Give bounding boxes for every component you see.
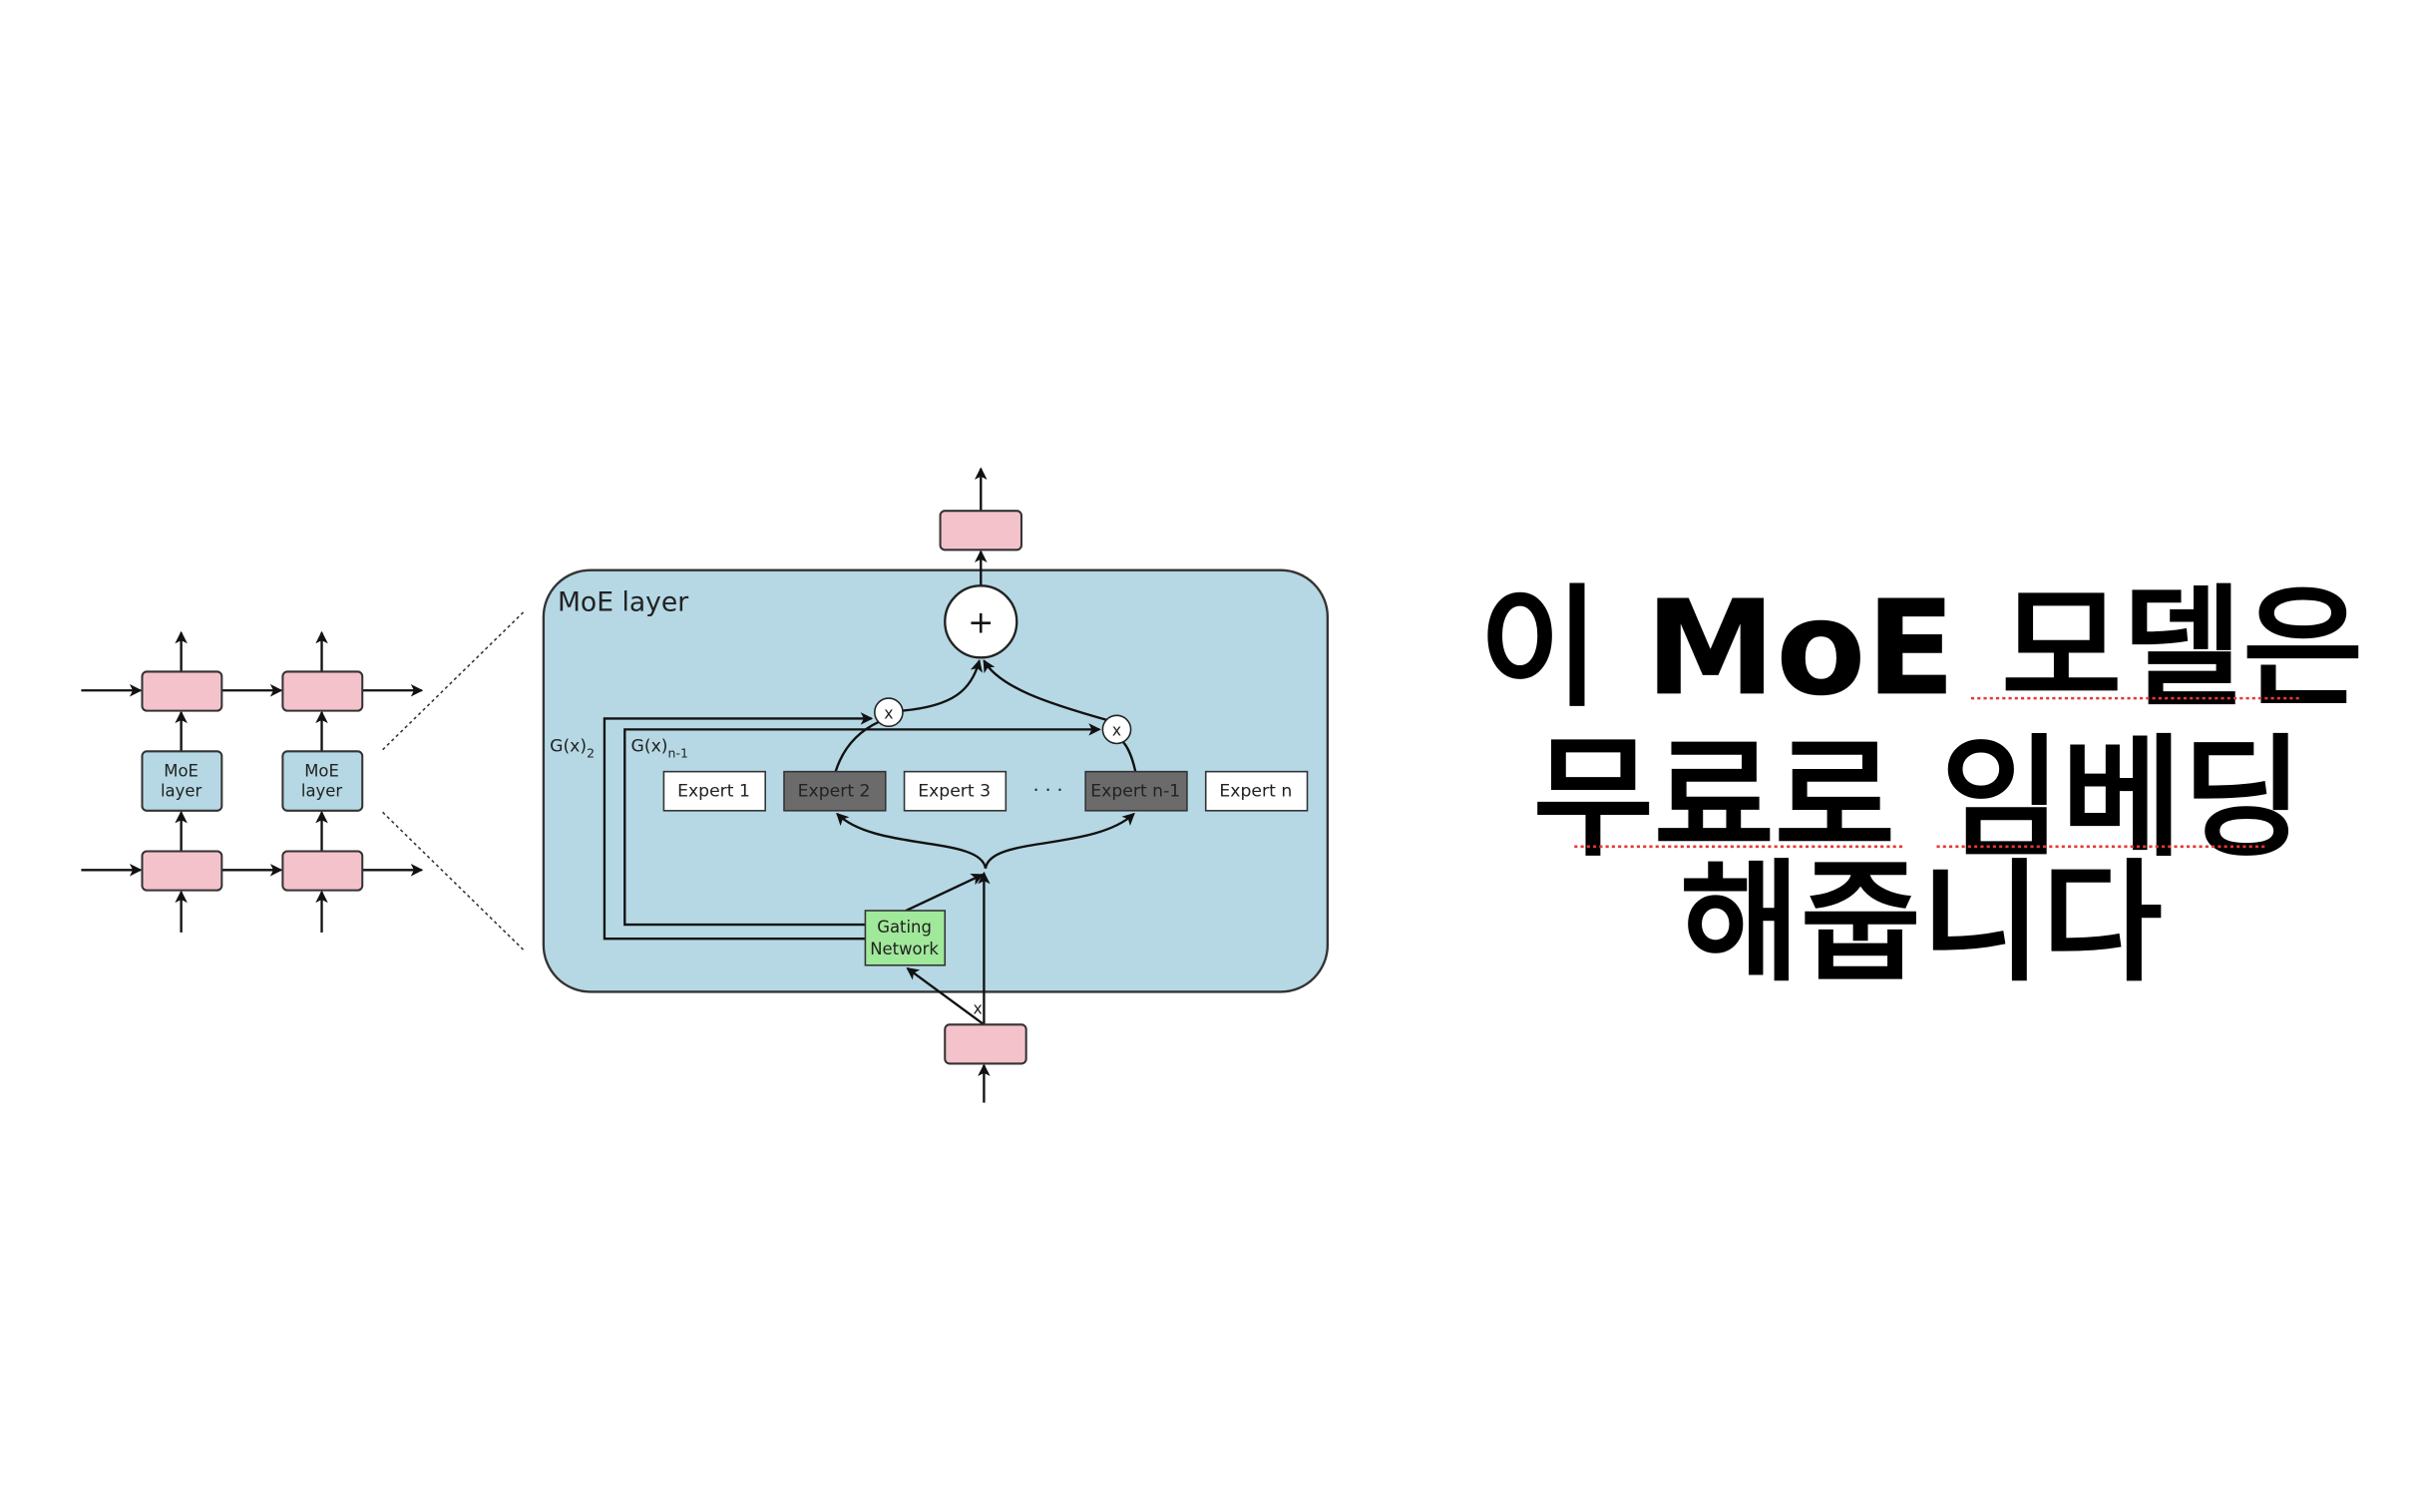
expert-label: Expert 1 (677, 782, 750, 802)
multiply-node (874, 697, 904, 728)
multiply-node (1101, 714, 1132, 745)
mini-hidden-box (281, 670, 364, 712)
expert-row: Expert 1 Expert 2 Expert 3 · · · Expert … (662, 770, 1309, 812)
input-box (944, 1023, 1027, 1065)
gate-line-2 (603, 712, 874, 941)
zoom-guide-line (382, 811, 525, 950)
expert-box (662, 770, 766, 812)
gate-n1-label: G(x)n-1 (631, 736, 688, 760)
gate-2-label: G(x)2 (550, 736, 595, 760)
mini-moe-box (281, 750, 364, 812)
expert-label: Expert 3 (918, 782, 991, 802)
plus-icon: + (968, 604, 994, 640)
sum-node (944, 584, 1018, 659)
gate-line-n1 (623, 723, 1101, 927)
gating-network-box (864, 910, 947, 966)
mini-hidden-box (141, 670, 223, 712)
mini-moe-stack: MoE layer MoE layer (81, 630, 424, 933)
caption-line-2: 무료로 임베딩 (1533, 723, 2303, 876)
zoom-guide-line (382, 611, 525, 751)
caption: 이 MoE 모델은 무료로 임베딩 해줍니다 (1479, 572, 2364, 1000)
mini-moe-label: MoE (304, 761, 339, 780)
multiply-icon: x (884, 703, 893, 722)
mini-moe-label: layer (301, 782, 342, 801)
gating-label: Gating (877, 918, 932, 937)
moe-layer-title: MoE layer (558, 586, 688, 617)
expert-box-active (1084, 770, 1188, 812)
output-box (939, 510, 1022, 552)
expert-box-active (783, 770, 887, 812)
mini-hidden-box (141, 850, 223, 892)
multiply-icon: x (1112, 721, 1121, 740)
gating-label: Network (870, 940, 939, 958)
expert-label: Expert 2 (798, 782, 871, 802)
moe-layer-diagram: MoE layer + G(x)2 G(x)n-1 x x Expert 1 E… (542, 467, 1330, 1103)
ellipsis: · · · (1033, 781, 1063, 802)
caption-line-3: 해줍니다 (1680, 848, 2163, 1000)
expert-box (1204, 770, 1309, 812)
expert-label: Expert n (1219, 782, 1292, 802)
caption-line-1: 이 MoE 모델은 (1479, 572, 2364, 725)
expert-box (903, 770, 1008, 812)
mini-hidden-box (281, 850, 364, 892)
mini-moe-label: layer (161, 782, 202, 801)
expert-label: Expert n-1 (1090, 782, 1180, 802)
input-label: x (974, 998, 983, 1017)
mini-moe-box (141, 750, 223, 812)
mini-moe-label: MoE (164, 761, 199, 780)
